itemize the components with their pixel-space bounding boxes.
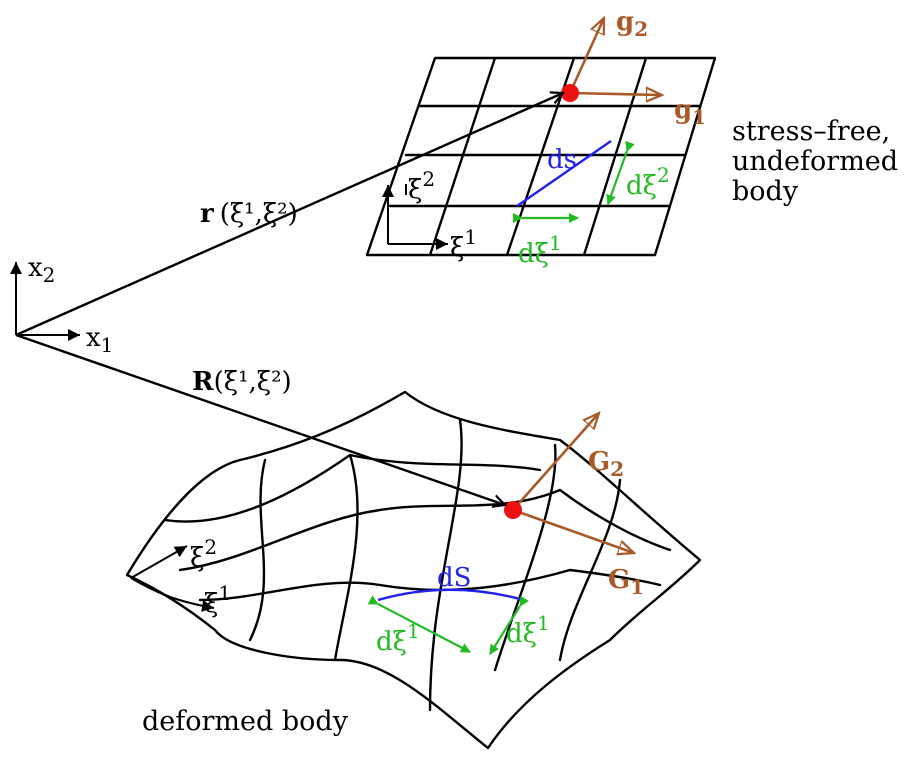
undeformed-dxi1-label: dξ1 (518, 231, 562, 269)
deformed-base-vectors (512, 413, 634, 553)
G2-label: G2 (588, 447, 624, 481)
deformed-dxi1-label-b: dξ1 (506, 611, 550, 649)
undeformed-material-point (561, 84, 579, 102)
G2-vector (512, 413, 599, 511)
deformed-dxi1-label-a: dξ1 (376, 619, 420, 657)
deformed-xi1-label: ξ1 (204, 581, 231, 619)
undeformed-arc-ds (516, 140, 612, 207)
G1-vector (512, 508, 634, 553)
deformed-dS-label: dS (437, 563, 471, 593)
undeformed-body (365, 18, 717, 257)
deformed-material-point (504, 501, 522, 519)
undeformed-ds-label: ds (547, 145, 577, 175)
deformed-caption: deformed body (142, 706, 349, 737)
deformed-dxi1-arrow-a (367, 595, 471, 653)
G1-label: G1 (608, 565, 644, 599)
x2-axis-label: x2 (28, 253, 55, 287)
position-vector-r (15, 93, 563, 337)
undeformed-caption-line-2: undeformed (732, 146, 898, 177)
position-vector-r-label: r(ξ¹,ξ²) (200, 199, 298, 229)
undeformed-caption-line-1: stress–free, (732, 116, 890, 147)
deformed-coord-arrows (130, 545, 215, 612)
undeformed-caption-line-3: body (732, 176, 799, 207)
deformed-dxi1-arrow-b (489, 595, 530, 655)
position-vector-R (15, 333, 505, 505)
undeformed-base-vectors (568, 18, 662, 95)
x1-axis-label: x1 (86, 323, 113, 357)
deformed-body (125, 390, 702, 750)
undeformed-coord-arrows (382, 184, 448, 250)
undeformed-dxi2-arrow (606, 140, 635, 205)
deformed-xi2-label: ξ2 (190, 535, 217, 573)
undeformed-xi1-label: ξ1 (450, 225, 477, 263)
g2-vector (568, 18, 606, 94)
g1-vector (569, 93, 662, 95)
position-vector-R-label: R(ξ¹,ξ²) (192, 367, 292, 397)
undeformed-xi2-label: ξ2 (408, 167, 435, 205)
undeformed-dxi2-label: dξ2 (626, 163, 670, 201)
g2-label: g2 (616, 7, 648, 41)
origin-axes (10, 262, 80, 341)
g1-label: g1 (674, 95, 706, 129)
